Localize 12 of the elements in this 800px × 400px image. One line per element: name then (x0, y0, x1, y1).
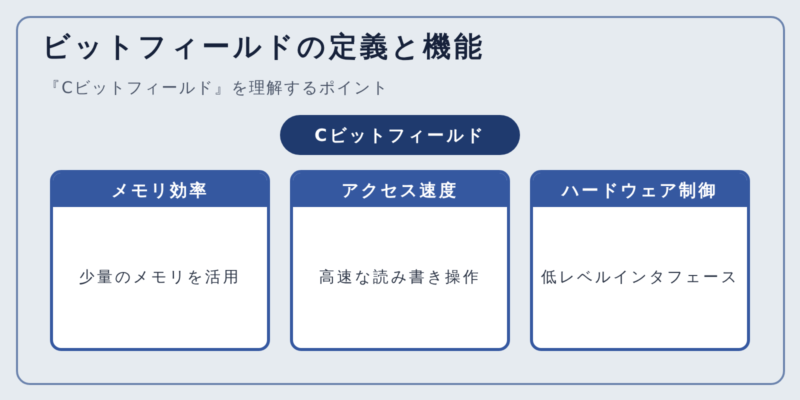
diagram-title: ビットフィールドの定義と機能 (42, 30, 485, 64)
card-text: 低レベルインタフェース (541, 267, 739, 288)
card-heading: メモリ効率 (53, 173, 267, 207)
feature-card (50, 170, 270, 351)
topic-pill: Cビットフィールド (280, 115, 520, 155)
card-heading: ハードウェア制御 (533, 173, 747, 207)
feature-card (530, 170, 750, 351)
card-heading: アクセス速度 (293, 173, 507, 207)
subtitle-text: 『Cビットフィールド』を理解するポイント (44, 78, 390, 98)
card-text: 高速な読み書き操作 (319, 267, 481, 288)
feature-card (290, 170, 510, 351)
card-text: 少量のメモリを活用 (79, 267, 241, 288)
